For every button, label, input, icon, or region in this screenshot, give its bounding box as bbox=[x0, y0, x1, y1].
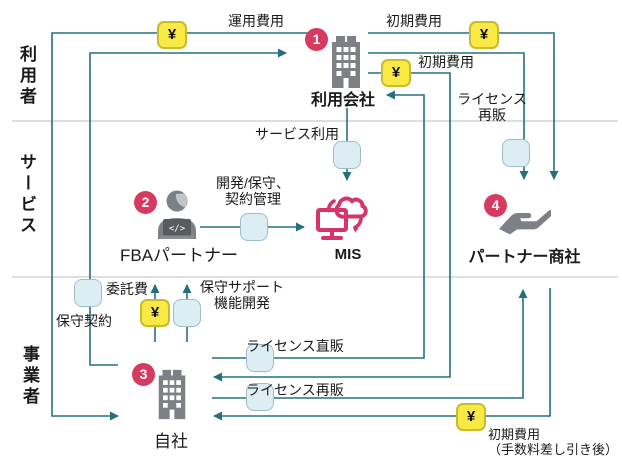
flow-label-license-saihan-right-line2: 再販 bbox=[478, 106, 506, 123]
flow-label-unyo-hiyo: 運用費用 bbox=[228, 13, 284, 29]
flow-label-shoki-hiyo-bottom-line2: （手数料差し引き後） bbox=[488, 442, 619, 457]
node-kaihatsu-hoshu bbox=[240, 213, 268, 241]
step-badge-4: 4 bbox=[484, 194, 507, 217]
yen-icon-shoki-bottom: ¥ bbox=[456, 403, 486, 431]
flow-label-hoshu-support-line2: 機能開発 bbox=[214, 294, 270, 311]
step-badge-2: 2 bbox=[134, 191, 157, 214]
step-badge-1: 1 bbox=[305, 28, 328, 51]
svg-text:</>: </> bbox=[169, 224, 186, 234]
node-license-chokuhan bbox=[246, 344, 274, 372]
flow-label-kaihatsu-line2: 契約管理 bbox=[225, 190, 281, 207]
flow-label-license-saihan-bottom: ライセンス再販 bbox=[246, 382, 344, 398]
arrow-shoki-hiyo-top bbox=[368, 32, 559, 180]
flow-label-license-saihan-right-line1: ライセンス bbox=[457, 91, 527, 107]
node-service-riyo bbox=[333, 141, 361, 169]
band-label-users: 利用者 bbox=[17, 45, 36, 108]
yen-icon-unyo: ¥ bbox=[157, 21, 187, 49]
flow-label-shoki-hiyo-top: 初期費用 bbox=[386, 13, 442, 29]
arrow-hoshu-keiyaku bbox=[89, 48, 287, 366]
building-icon-jisha bbox=[154, 367, 190, 420]
building-icon-riyo-kaisha bbox=[327, 34, 365, 88]
flow-label-hoshu-support-line1: 保守サポート bbox=[200, 279, 284, 295]
node-license-saihan-bottom bbox=[246, 383, 274, 411]
entity-label-fba-partner: FBAパートナー bbox=[119, 246, 239, 265]
flow-label-kaihatsu-line1: 開発/保守、 bbox=[216, 175, 290, 191]
person-icon-fba-partner: </> bbox=[150, 189, 202, 239]
band-label-operator: 事業者 bbox=[20, 345, 39, 408]
flow-label-hoshu-keiyaku: 保守契約 bbox=[56, 313, 112, 329]
yen-icon-shoki-mid: ¥ bbox=[381, 59, 411, 87]
flow-label-hoshu-support: 保守サポート 機能開発 bbox=[198, 279, 286, 311]
flow-label-shoki-hiyo-bottom: 初期費用 （手数料差し引き後） bbox=[488, 427, 618, 457]
flow-label-itakuhi: 委託費 bbox=[106, 281, 148, 297]
yen-icon-itakuhi: ¥ bbox=[140, 299, 170, 327]
arrow-license-saihan-bottom bbox=[212, 289, 528, 399]
arrow-license-chokuhan bbox=[212, 90, 425, 359]
flow-label-license-saihan-right: ライセンス 再販 bbox=[450, 91, 534, 123]
arrow-license-saihan-right bbox=[368, 52, 529, 180]
flow-label-kaihatsu-hoshu: 開発/保守、 契約管理 bbox=[203, 175, 303, 207]
hand-icon-partner-shosha bbox=[497, 199, 554, 235]
node-hoshu-support bbox=[173, 299, 201, 327]
entity-label-mis: MIS bbox=[334, 246, 362, 263]
band-label-service: サービス bbox=[17, 153, 36, 237]
node-hoshu-keiyaku bbox=[74, 279, 102, 307]
entity-label-partner-shosha: パートナー商社 bbox=[468, 249, 581, 266]
cloud-system-icon-mis bbox=[314, 191, 372, 245]
entity-label-riyo-kaisha: 利用会社 bbox=[310, 92, 375, 109]
node-license-saihan-right bbox=[502, 139, 530, 167]
flow-label-shoki-hiyo-mid: 初期費用 bbox=[418, 54, 474, 70]
entity-label-jisha: 自社 bbox=[154, 432, 188, 451]
arrow-shoki-hiyo-bottom bbox=[213, 288, 551, 421]
flow-label-shoki-hiyo-bottom-line1: 初期費用 bbox=[488, 427, 541, 442]
flow-label-license-chokuhan: ライセンス直販 bbox=[246, 338, 344, 354]
yen-icon-shoki-top: ¥ bbox=[469, 21, 499, 49]
flow-label-service-riyo: サービス利用 bbox=[255, 126, 339, 142]
step-badge-3: 3 bbox=[132, 363, 155, 386]
